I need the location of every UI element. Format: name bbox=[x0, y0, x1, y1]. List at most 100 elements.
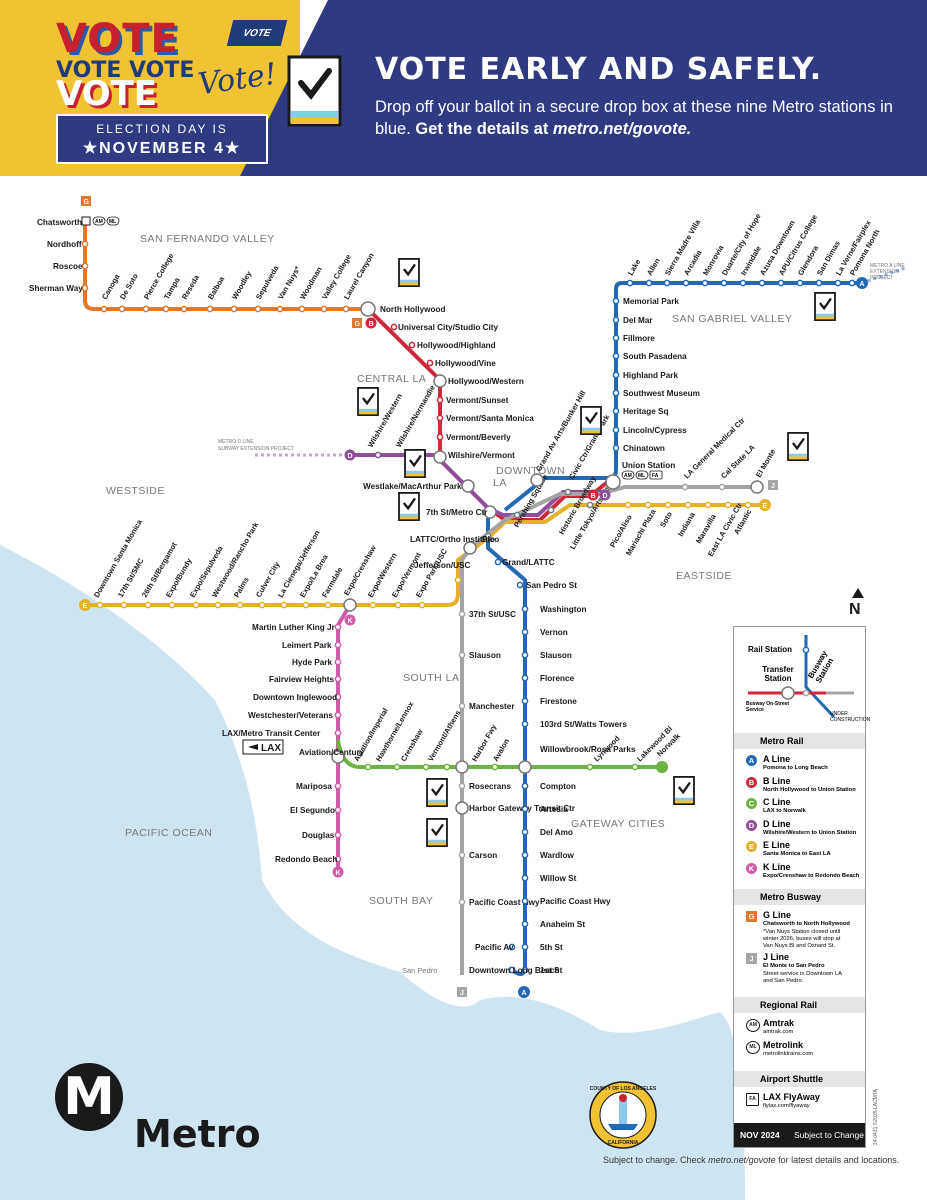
d-badge-west-label: D bbox=[348, 453, 353, 460]
k-badge-north-label: K bbox=[348, 618, 353, 625]
station-label: Pico bbox=[482, 535, 499, 544]
legend-line-desc: Wilshire/Western to Union Station bbox=[763, 829, 857, 836]
a-badge-north-label: A bbox=[860, 281, 865, 288]
legend-g-line-name: G Line bbox=[763, 910, 792, 920]
transfer-7th-metro bbox=[483, 505, 497, 519]
ballot-icon-harbor-gateway bbox=[426, 818, 448, 847]
seal-bottom-text: CALIFORNIA bbox=[608, 1140, 639, 1146]
station-label: South Pasadena bbox=[623, 352, 687, 361]
footer-note-prefix: Subject to change. Check bbox=[603, 1155, 706, 1165]
legend-busway-service: Busway On-Street Service bbox=[746, 701, 790, 713]
pacific-ocean bbox=[0, 545, 745, 1200]
station-label: North Hollywood bbox=[380, 305, 446, 314]
lax-marker: LAX bbox=[242, 739, 284, 755]
legend-footer: NOV 2024 Subject to Change bbox=[734, 1123, 865, 1147]
station-label: Downtown Long Beach bbox=[469, 966, 560, 975]
station-label: LATTC/Ortho Institute bbox=[410, 535, 495, 544]
a-line-sgv-stations bbox=[612, 297, 620, 434]
govote-link[interactable]: metro.net/govote. bbox=[552, 120, 692, 138]
d-badge-union-label: D bbox=[603, 493, 608, 500]
station-label: San Pedro St bbox=[526, 581, 577, 590]
station-label: De Soto bbox=[118, 272, 140, 301]
station-label: Sierra Madre Villa bbox=[663, 217, 703, 277]
station-label: Nordhoff bbox=[47, 240, 82, 249]
legend-section-airport-shuttle: Airport Shuttle bbox=[734, 1071, 865, 1087]
station-label: Allen bbox=[645, 256, 662, 277]
station-label: Cal State LA bbox=[719, 442, 757, 480]
footer-note-url[interactable]: metro.net/govote bbox=[708, 1155, 776, 1165]
station-label: Redondo Beach bbox=[275, 855, 337, 864]
station-label: Aviation/Century bbox=[299, 748, 365, 757]
legend-line-name: C Line bbox=[763, 797, 791, 807]
d-line-extension-label-1: METRO D LINE bbox=[218, 439, 254, 445]
station-label: Memorial Park bbox=[623, 297, 679, 306]
region-san-fernando-valley: SAN FERNANDO VALLEY bbox=[140, 233, 275, 245]
station-label: Vermont/Athens bbox=[426, 709, 463, 763]
a-line-north-labels: Lake Allen Sierra Madre Villa Arcadia Mo… bbox=[626, 212, 882, 277]
ballot-icon-westlake bbox=[404, 449, 426, 478]
station-pico bbox=[484, 532, 492, 540]
g-line-badge-label: G bbox=[84, 199, 90, 206]
vote-flag-graphic: VOTE bbox=[226, 20, 288, 46]
legend-flyaway-url[interactable]: flylax.com/flyaway bbox=[763, 1103, 810, 1109]
vote-graphic-middle: VOTE VOTE bbox=[56, 58, 195, 83]
station-label: Manchester bbox=[469, 702, 515, 711]
a-badge-south bbox=[518, 986, 530, 998]
a-line-north-stations bbox=[626, 279, 856, 287]
d-badge-west bbox=[344, 449, 356, 461]
plane-icon bbox=[248, 744, 258, 750]
legend-j-line-note-2: and San Pedro. bbox=[763, 978, 804, 984]
e-line-east-labels: Pico/Aliso Mariachi Plaza Soto Indiana M… bbox=[608, 501, 754, 558]
e-line-route-west bbox=[85, 503, 765, 607]
metro-logo-icon: M bbox=[55, 1063, 123, 1131]
station-label: Martin Luther King Jr bbox=[252, 623, 336, 632]
station-label: Crenshaw bbox=[399, 727, 425, 763]
ballot-icon-vermont-athens bbox=[426, 778, 448, 807]
ballot-icon-north-hollywood bbox=[398, 258, 420, 287]
station-label: Soto bbox=[658, 510, 674, 529]
e-badge-east bbox=[759, 499, 771, 511]
a-line-south-stations bbox=[494, 558, 529, 974]
a-badge-north bbox=[856, 277, 868, 289]
station-label: El Monte bbox=[754, 447, 777, 479]
station-label: Douglas bbox=[302, 831, 335, 840]
footer-note: Subject to change. Check metro.net/govot… bbox=[603, 1155, 899, 1165]
legend-amtrak-url[interactable]: amtrak.com bbox=[763, 1029, 794, 1035]
station-label: Compton bbox=[540, 782, 576, 791]
fa-marker: FA bbox=[652, 473, 659, 479]
station-label: Jefferson/USC bbox=[414, 561, 471, 570]
e-badge-west-label: E bbox=[83, 603, 88, 610]
e-badge-west bbox=[79, 599, 91, 611]
legend-line-desc: North Hollywood to Union Station bbox=[763, 786, 856, 793]
a-badge-south-label: A bbox=[522, 990, 527, 997]
election-day-label: ELECTION DAY IS bbox=[96, 122, 228, 136]
a-line-extension-label-2: EXTENSION bbox=[870, 269, 899, 275]
ballot-icon-pomona bbox=[814, 292, 836, 321]
station-label: El Segundo bbox=[290, 806, 335, 815]
k-badge-south bbox=[332, 866, 344, 878]
b-badge-union-label: B bbox=[591, 493, 596, 500]
station-label: Wilshire/Vermont bbox=[448, 451, 515, 460]
station-label: Westchester/Veterans bbox=[248, 711, 333, 720]
b-badge-union bbox=[587, 489, 599, 501]
legend-station-diagram bbox=[748, 635, 854, 719]
station-label: Mariposa bbox=[296, 782, 332, 791]
station-label: 1st St bbox=[540, 966, 563, 975]
station-label: Tampa bbox=[162, 275, 182, 301]
region-san-gabriel-valley: SAN GABRIEL VALLEY bbox=[672, 313, 792, 325]
a-line-extension-label-1: METRO A LINE bbox=[870, 263, 905, 269]
station-label: 103rd St/Watts Towers bbox=[540, 720, 627, 729]
station-label: Hollywood/Highland bbox=[417, 341, 496, 350]
station-historic-broadway bbox=[547, 506, 555, 514]
station-label: Fillmore bbox=[623, 334, 655, 343]
legend-metrolink-url[interactable]: metrolinktrains.com bbox=[763, 1051, 814, 1057]
station-chinatown bbox=[612, 444, 620, 452]
station-label: Chinatown bbox=[623, 444, 665, 453]
map-legend: Rail Station Transfer Station Busway Sta… bbox=[733, 626, 870, 1148]
am-marker: AM bbox=[95, 219, 103, 225]
legend-flyaway-name: LAX FlyAway bbox=[763, 1092, 820, 1102]
station-label: Pacific Av bbox=[475, 943, 514, 952]
g-badge-nh bbox=[352, 318, 362, 328]
legend-metrolink-name: Metrolink bbox=[763, 1040, 804, 1050]
legend-amtrak-name: Amtrak bbox=[763, 1018, 795, 1028]
